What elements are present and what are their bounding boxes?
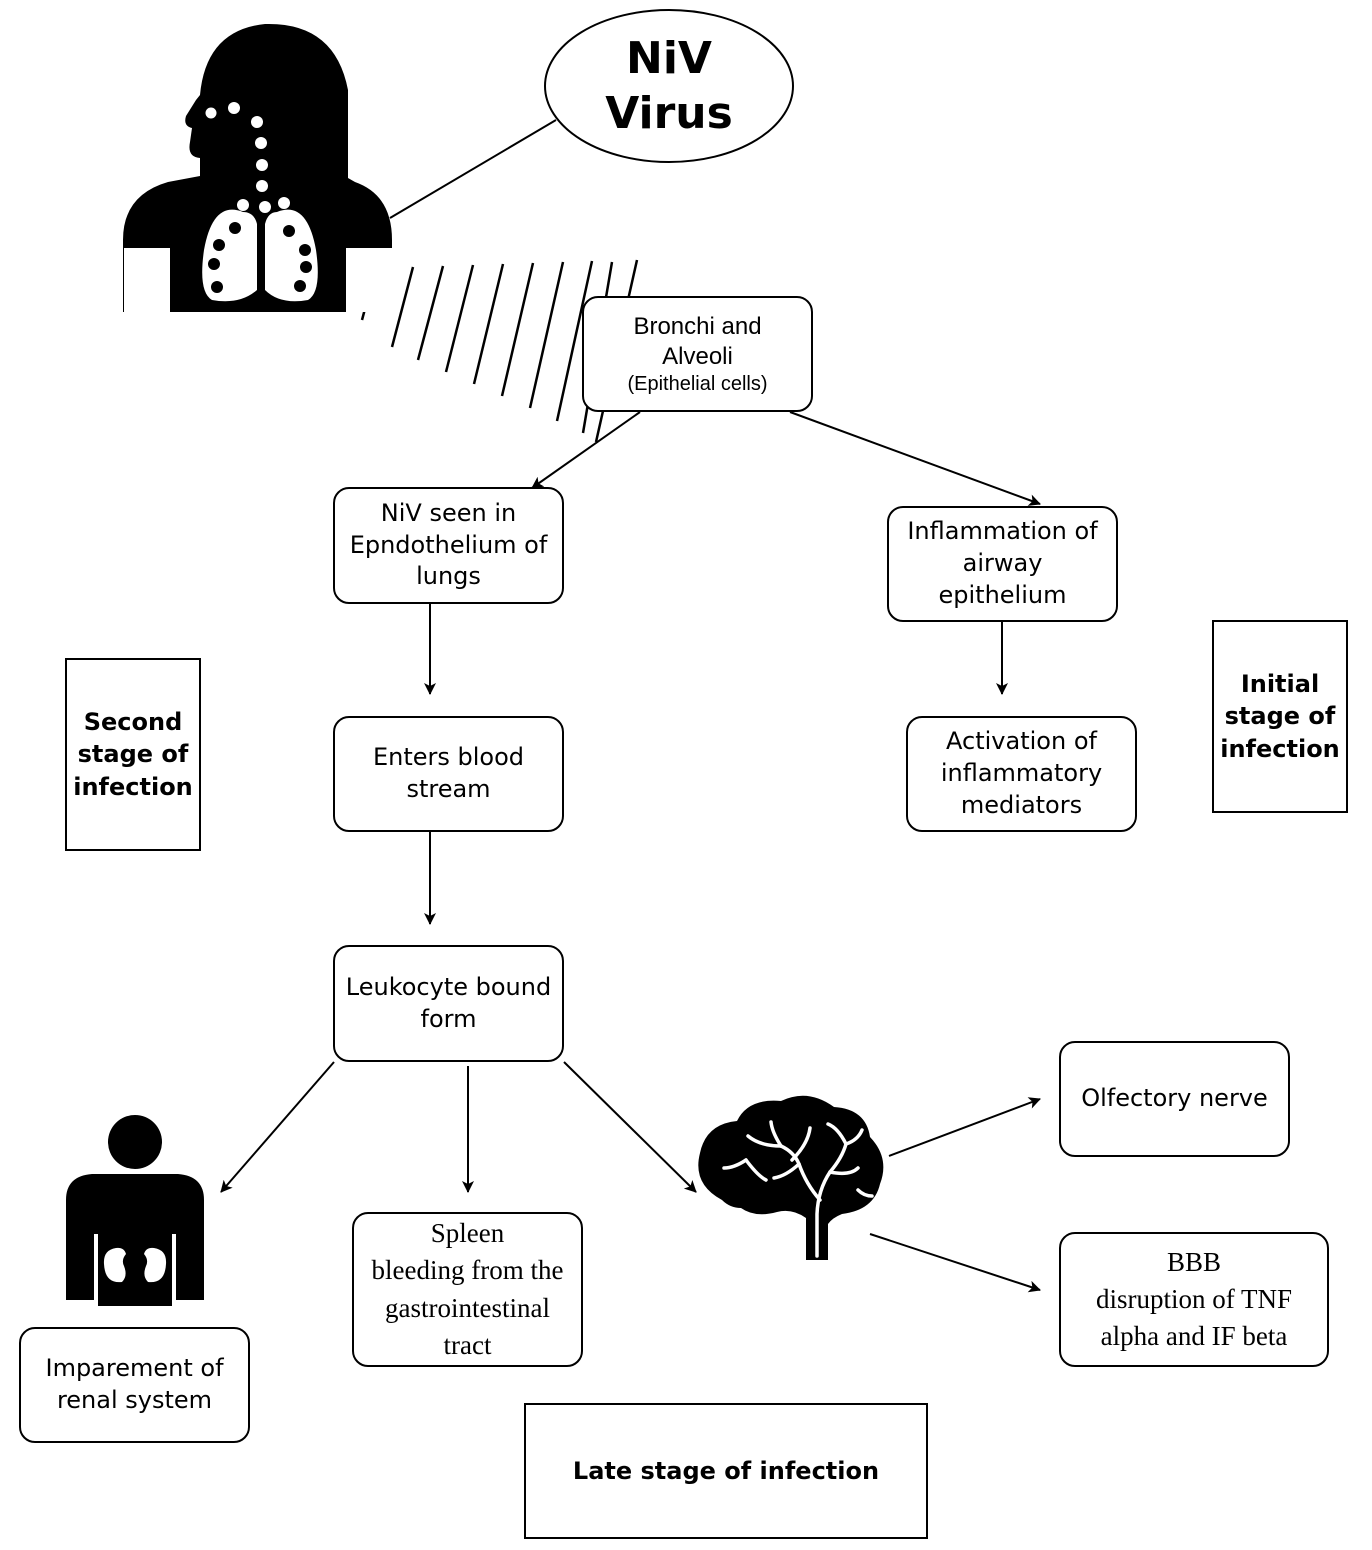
node-olfactory-nerve: Olfectory nerve [1059, 1041, 1290, 1157]
node-enters-blood-stream: Enters blood stream [333, 716, 564, 832]
arrow-leukocyte-to-renal [220, 1061, 335, 1193]
node-leukocyte-bound-form: Leukocyte bound form [333, 945, 564, 1062]
node-renal-impairment: Imparement of renal system [19, 1327, 250, 1443]
virus-ellipse [544, 9, 794, 163]
arrow-brain-to-olfactory [888, 1097, 1041, 1157]
stage-late-label: Late stage of infection [524, 1403, 928, 1539]
flow-arrows [220, 411, 1041, 1293]
stage-second-label: Second stage of infection [65, 658, 201, 851]
node-spleen-bleeding: Spleen bleeding from the gastrointestina… [352, 1212, 583, 1367]
virus-word: Virus [605, 88, 733, 139]
arrow-bronchi-to-endothelium [531, 411, 641, 489]
node-inflammation-airway: Inflammation of airway epithelium [887, 506, 1118, 622]
human-kidney-icon [66, 1115, 204, 1306]
arrow-leukocyte-to-brain [563, 1061, 697, 1193]
node-activation-mediators: Activation of inflammatory mediators [906, 716, 1137, 832]
virus-connector-line [389, 119, 557, 219]
arrow-brain-to-bbb [869, 1233, 1041, 1293]
node-bronchi-alveoli: Bronchi and Alveoli (Epithelial cells) [582, 296, 813, 412]
virus-label: NiV Virus [545, 10, 793, 162]
arrow-bronchi-to-inflammation [789, 411, 1041, 506]
node-niv-endothelium: NiV seen in Epndothelium of lungs [333, 487, 564, 604]
stage-initial-label: Initial stage of infection [1212, 620, 1348, 813]
brain-icon [698, 1095, 884, 1260]
human-respiratory-icon [123, 23, 392, 312]
node-bbb-disruption: BBB disruption of TNF alpha and IF beta [1059, 1232, 1329, 1367]
virus-name: NiV [626, 33, 712, 84]
